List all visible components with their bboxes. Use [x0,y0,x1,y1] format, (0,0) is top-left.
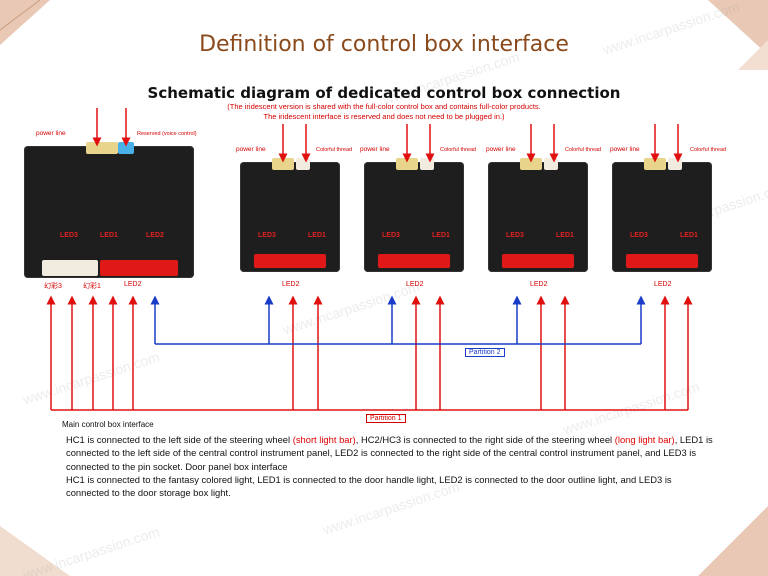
door-colorful-label: Colorful thread [316,147,353,153]
corner-decoration-bottom-right [698,506,768,576]
corner-decoration-bottom-left [0,526,70,576]
partition-2-label: Partition 2 [465,348,505,357]
description-text: , HC2/HC3 is connected to the right side… [355,434,615,445]
description-text: HC1 is connected to the left side of the… [66,434,293,445]
main-interface-label: Main control box interface [62,420,154,429]
door-port-label: LED2 [530,281,548,288]
door-power-line-label: power line [486,146,516,153]
iridescent-connectors [42,260,98,276]
main-led2-label: LED2 [146,232,164,239]
door-led3-label: LED3 [258,232,276,239]
description-highlight: (long light bar) [614,434,675,445]
description: HC1 is connected to the left side of the… [66,433,716,499]
partition-1-label: Partition 1 [366,414,406,423]
led-connectors [100,260,178,276]
door-power-line-label: power line [236,146,266,153]
main-control-box: LED3 LED1 LED2 [24,142,194,278]
corner-decoration-top-left [0,0,50,45]
diagram-subtitle: Schematic diagram of dedicated control b… [147,84,621,102]
port-label: LED2 [124,281,142,288]
description-highlight: (short light bar) [292,434,356,445]
door-control-box-4: LED3 LED1 [612,158,712,272]
note-line-2: The iridescent interface is reserved and… [263,112,505,121]
door-led3-label: LED3 [630,232,648,239]
door-colorful-label: Colorful thread [565,147,602,153]
door-control-box-3: LED3 LED1 [488,158,588,272]
port-label: 幻彩1 [83,283,101,290]
door-led3-label: LED3 [506,232,524,239]
corner-decoration-top-right [708,0,768,70]
door-power-line-label: power line [360,146,390,153]
door-led1-label: LED1 [680,232,698,239]
main-power-line-label: power line [36,130,66,137]
main-led3-label: LED3 [60,232,78,239]
door-led3-label: LED3 [382,232,400,239]
door-power-line-label: power line [610,146,640,153]
door-colorful-label: Colorful thread [440,147,477,153]
door-colorful-label: Colorful thread [690,147,727,153]
door-control-box-1: LED3 LED1 [240,158,340,272]
door-led1-label: LED1 [556,232,574,239]
door-led1-label: LED1 [308,232,326,239]
description-text: HC1 is connected to the fantasy colored … [66,473,672,499]
port-label: 幻彩3 [44,283,62,290]
main-reserved-label: Reserved (voice control) [137,131,197,137]
door-port-label: LED2 [406,281,424,288]
door-port-label: LED2 [654,281,672,288]
page-title: Definition of control box interface [199,32,569,57]
door-port-label: LED2 [282,281,300,288]
note-line-1: (The iridescent version is shared with t… [227,102,541,111]
description-text: , LED1 is connected to the left side of … [66,434,713,472]
door-led1-label: LED1 [432,232,450,239]
door-control-box-2: LED3 LED1 [364,158,464,272]
main-led1-label: LED1 [100,232,118,239]
